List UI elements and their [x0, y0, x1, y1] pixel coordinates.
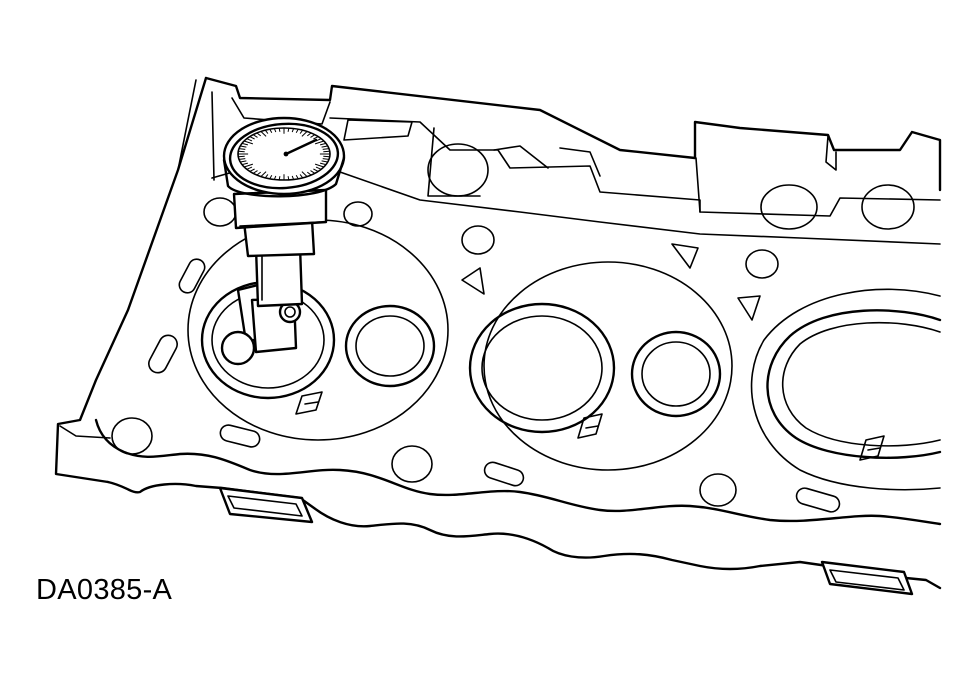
- dial-scale: [238, 128, 330, 180]
- dial-tick: [260, 171, 267, 177]
- dial-tick: [295, 129, 299, 133]
- front-edge-tabs: [218, 486, 914, 596]
- dial-tick: [322, 158, 330, 160]
- dial-tick: [240, 160, 247, 163]
- dial-tick: [287, 176, 290, 180]
- dial-tick: [252, 134, 258, 138]
- dial-tick: [322, 148, 330, 150]
- dial-tick: [241, 142, 249, 146]
- figure-code-label: DA0385-A: [36, 574, 173, 606]
- cylinder-1-chamber: [187, 219, 449, 441]
- dial-tick: [256, 132, 262, 137]
- dial-tick: [249, 136, 255, 140]
- dial-tick: [260, 131, 267, 137]
- dial-tick: [291, 128, 295, 133]
- dial-tick: [315, 166, 322, 170]
- dial-tick: [313, 136, 319, 140]
- dial-tick: [319, 142, 327, 146]
- dial-tick: [306, 132, 312, 137]
- dial-tick: [240, 145, 247, 148]
- dial-tick: [278, 128, 281, 132]
- dial-tick: [241, 162, 249, 166]
- dial-tick: [299, 174, 304, 179]
- dial-tick: [278, 176, 281, 180]
- dial-tick: [314, 140, 324, 145]
- dial-tick: [246, 138, 253, 142]
- dial-tick: [256, 171, 262, 176]
- dial-tick: [269, 175, 273, 179]
- dial-tick: [244, 163, 254, 168]
- dial-tick: [310, 134, 316, 138]
- dial-tick: [321, 145, 328, 148]
- dial-tick: [321, 160, 328, 163]
- dial-tick: [249, 168, 255, 172]
- dial-tick: [273, 175, 277, 180]
- dial-tick: [273, 128, 277, 133]
- dial-tick: [301, 171, 308, 177]
- dial-tick: [264, 174, 269, 179]
- dial-tick: [299, 129, 304, 134]
- cylinder-3-chamber: [750, 288, 942, 491]
- dial-tick: [287, 128, 290, 132]
- cylinder-2-chamber: [468, 261, 733, 471]
- dial-tick: [313, 168, 319, 172]
- dial-tick: [269, 129, 273, 133]
- dial-tick: [291, 175, 295, 180]
- dial-tick: [246, 166, 253, 170]
- dial-tick: [264, 129, 269, 134]
- dial-tick: [301, 131, 308, 137]
- cylinder-head-back-rail: [204, 76, 942, 230]
- dial-tick: [306, 171, 312, 176]
- dial-tick: [252, 170, 258, 174]
- coolant-passages: [111, 197, 841, 513]
- dial-indicator-icon: [220, 116, 346, 366]
- dial-tick: [238, 148, 246, 150]
- dial-tick: [244, 140, 254, 145]
- dial-tick: [238, 158, 246, 160]
- dial-tick: [314, 163, 324, 168]
- dial-tick: [295, 175, 299, 179]
- dial-tick: [310, 170, 316, 174]
- dial-tick: [319, 162, 327, 166]
